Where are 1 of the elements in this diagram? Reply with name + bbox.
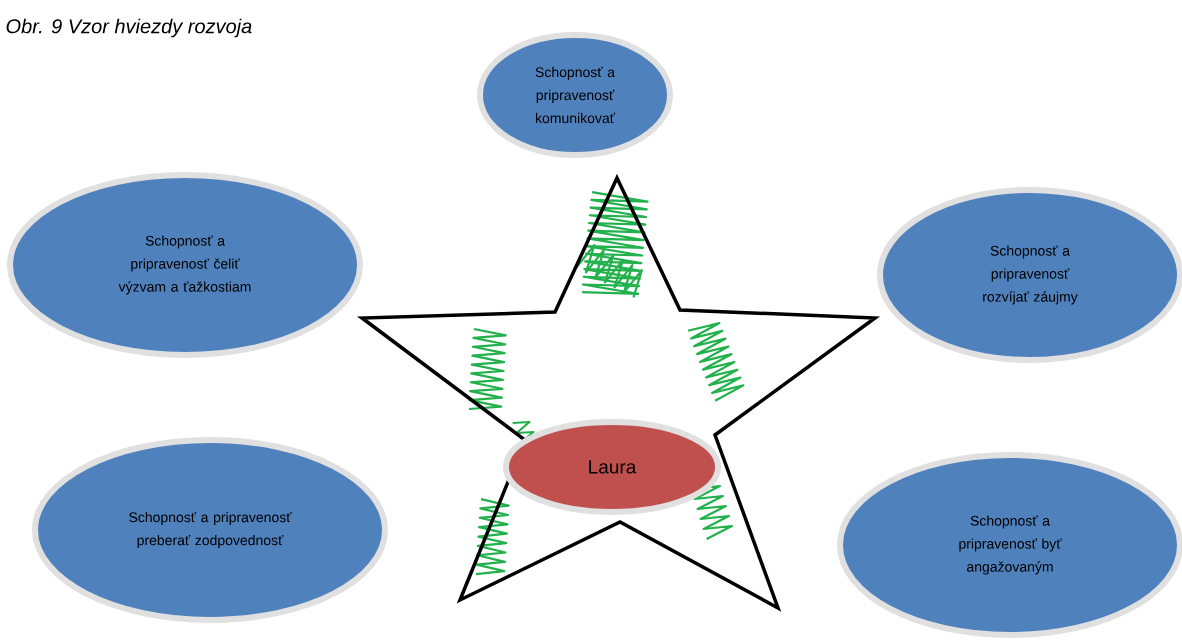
figure-title: Obr. 9 Vzor hviezdy rozvoja <box>6 18 252 38</box>
